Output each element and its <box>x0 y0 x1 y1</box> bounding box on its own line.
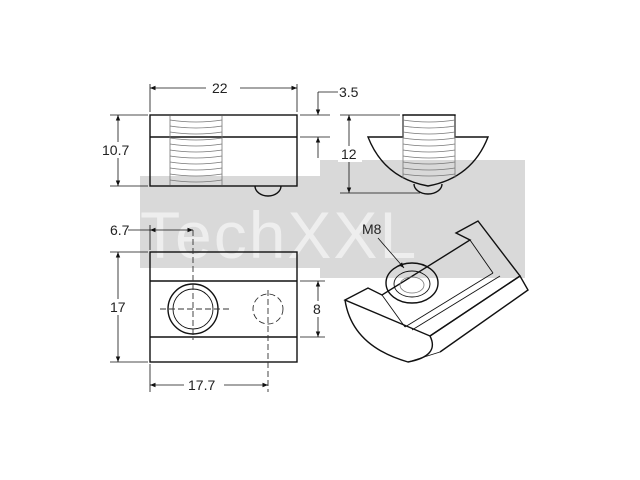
dimension-8: 8 <box>313 301 321 317</box>
iso-bottom-curve <box>344 299 434 363</box>
end-view-thread <box>402 116 456 178</box>
end-view: 12 <box>338 114 490 195</box>
end-view-outline <box>366 114 490 187</box>
end-view-ball <box>413 183 443 195</box>
dimension-17: 17 <box>110 299 126 315</box>
dimension-12: 12 <box>341 146 357 162</box>
top-view-body <box>149 251 298 363</box>
front-view-body <box>149 114 298 187</box>
ball-hole-hidden <box>252 293 284 325</box>
dimension-6-7: 6.7 <box>110 222 130 238</box>
iso-threaded-hole-inner <box>393 270 431 298</box>
front-view: 22 3.5 10.7 <box>100 80 359 197</box>
dimension-10-7: 10.7 <box>102 142 129 158</box>
iso-threaded-hole <box>385 262 439 304</box>
thread-label-m8: M8 <box>362 221 382 237</box>
front-view-thread <box>169 116 223 185</box>
watermark: TechXXL <box>140 160 525 278</box>
watermark-text: TechXXL <box>140 198 418 272</box>
iso-step-line <box>381 294 406 328</box>
dimension-17-7: 17.7 <box>188 377 215 393</box>
top-view: 6.7 17 8 17.7 <box>106 222 326 393</box>
iso-side-face <box>429 275 529 353</box>
watermark-block-right <box>320 160 525 278</box>
isometric-view: M8 <box>343 220 529 363</box>
dimension-22: 22 <box>212 80 228 96</box>
dimension-3-5: 3.5 <box>339 84 359 100</box>
front-view-ball <box>254 185 282 197</box>
